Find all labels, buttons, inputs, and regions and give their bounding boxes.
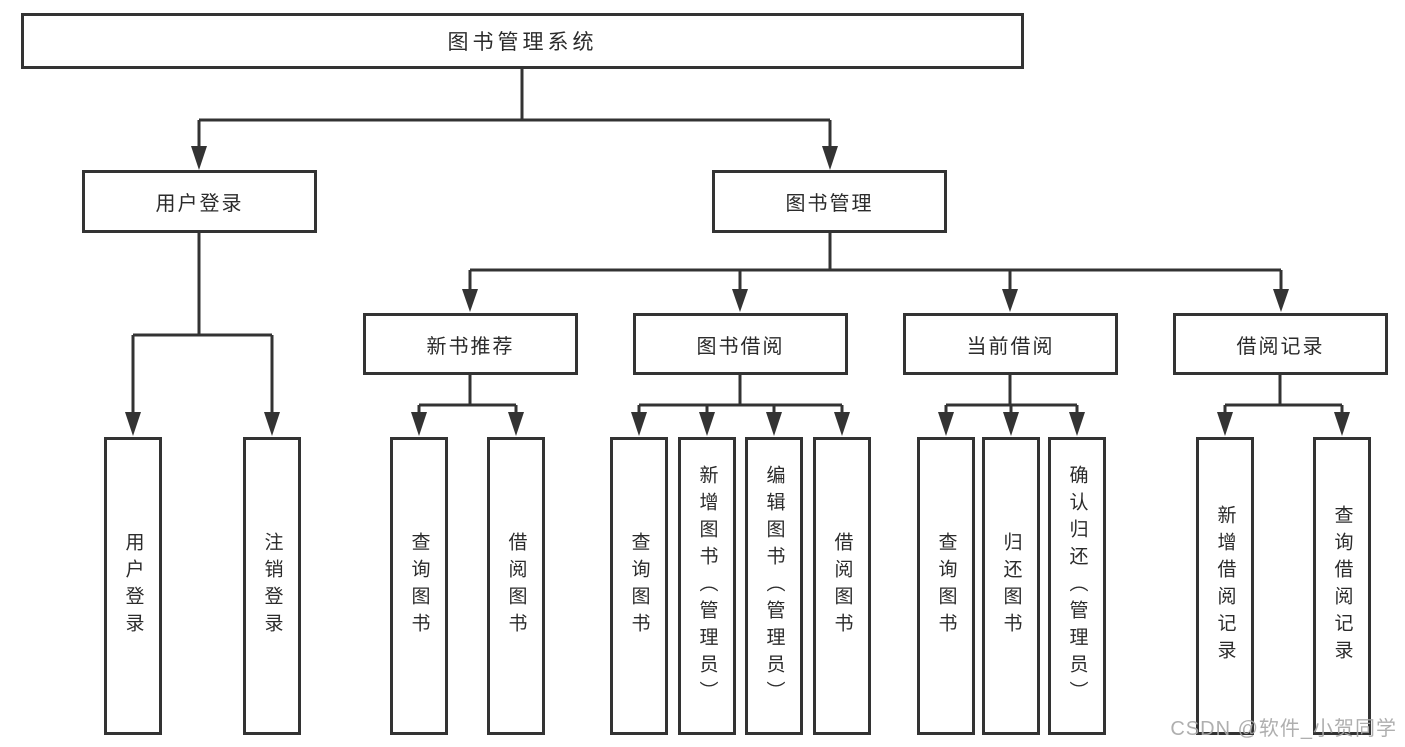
node-book-borrow-label: 图书借阅 [696, 335, 785, 358]
leaf-return-book-label: 归还图书 [1000, 532, 1022, 640]
leaf-logout: 注销登录 [243, 437, 301, 735]
leaf-borrow-book-1: 借阅图书 [487, 437, 545, 735]
leaf-confirm-return-admin: 确认归还（管理员） [1048, 437, 1106, 735]
leaf-query-book-3: 查询图书 [917, 437, 975, 735]
leaf-query-book-3-label: 查询图书 [935, 532, 957, 640]
node-book-management-label: 图书管理 [785, 193, 874, 215]
leaf-edit-book-admin-label: 编辑图书（管理员） [763, 464, 785, 708]
node-book-borrow: 图书借阅 [633, 313, 848, 375]
leaf-user-login: 用户登录 [104, 437, 162, 735]
leaf-user-login-label: 用户登录 [122, 532, 144, 640]
node-book-management: 图书管理 [712, 170, 947, 233]
leaf-borrow-book-2: 借阅图书 [813, 437, 871, 735]
leaf-query-borrow-record-label: 查询借阅记录 [1331, 505, 1353, 667]
node-borrow-record-label: 借阅记录 [1236, 335, 1325, 358]
leaf-add-book-admin: 新增图书（管理员） [678, 437, 736, 735]
csdn-watermark: CSDN @软件_小贺同学 [1170, 718, 1397, 740]
leaf-return-book: 归还图书 [982, 437, 1040, 735]
node-current-borrow-label: 当前借阅 [966, 335, 1055, 358]
node-current-borrow: 当前借阅 [903, 313, 1118, 375]
node-user-login: 用户登录 [82, 170, 317, 233]
node-user-login-label: 用户登录 [155, 193, 244, 215]
leaf-query-borrow-record: 查询借阅记录 [1313, 437, 1371, 735]
node-root-label: 图书管理系统 [447, 31, 598, 54]
leaf-logout-label: 注销登录 [261, 532, 283, 640]
leaf-add-borrow-record: 新增借阅记录 [1196, 437, 1254, 735]
leaf-query-book-1: 查询图书 [390, 437, 448, 735]
leaf-add-book-admin-label: 新增图书（管理员） [696, 464, 718, 708]
leaf-query-book-2-label: 查询图书 [628, 532, 650, 640]
node-new-book-recommend: 新书推荐 [363, 313, 578, 375]
node-root-system: 图书管理系统 [21, 13, 1024, 69]
leaf-borrow-book-1-label: 借阅图书 [505, 532, 527, 640]
leaf-edit-book-admin: 编辑图书（管理员） [745, 437, 803, 735]
node-borrow-record: 借阅记录 [1173, 313, 1388, 375]
leaf-borrow-book-2-label: 借阅图书 [831, 532, 853, 640]
leaf-query-book-2: 查询图书 [610, 437, 668, 735]
leaf-query-book-1-label: 查询图书 [408, 532, 430, 640]
node-new-book-recommend-label: 新书推荐 [426, 335, 515, 358]
leaf-add-borrow-record-label: 新增借阅记录 [1214, 505, 1236, 667]
leaf-confirm-return-admin-label: 确认归还（管理员） [1066, 464, 1088, 708]
